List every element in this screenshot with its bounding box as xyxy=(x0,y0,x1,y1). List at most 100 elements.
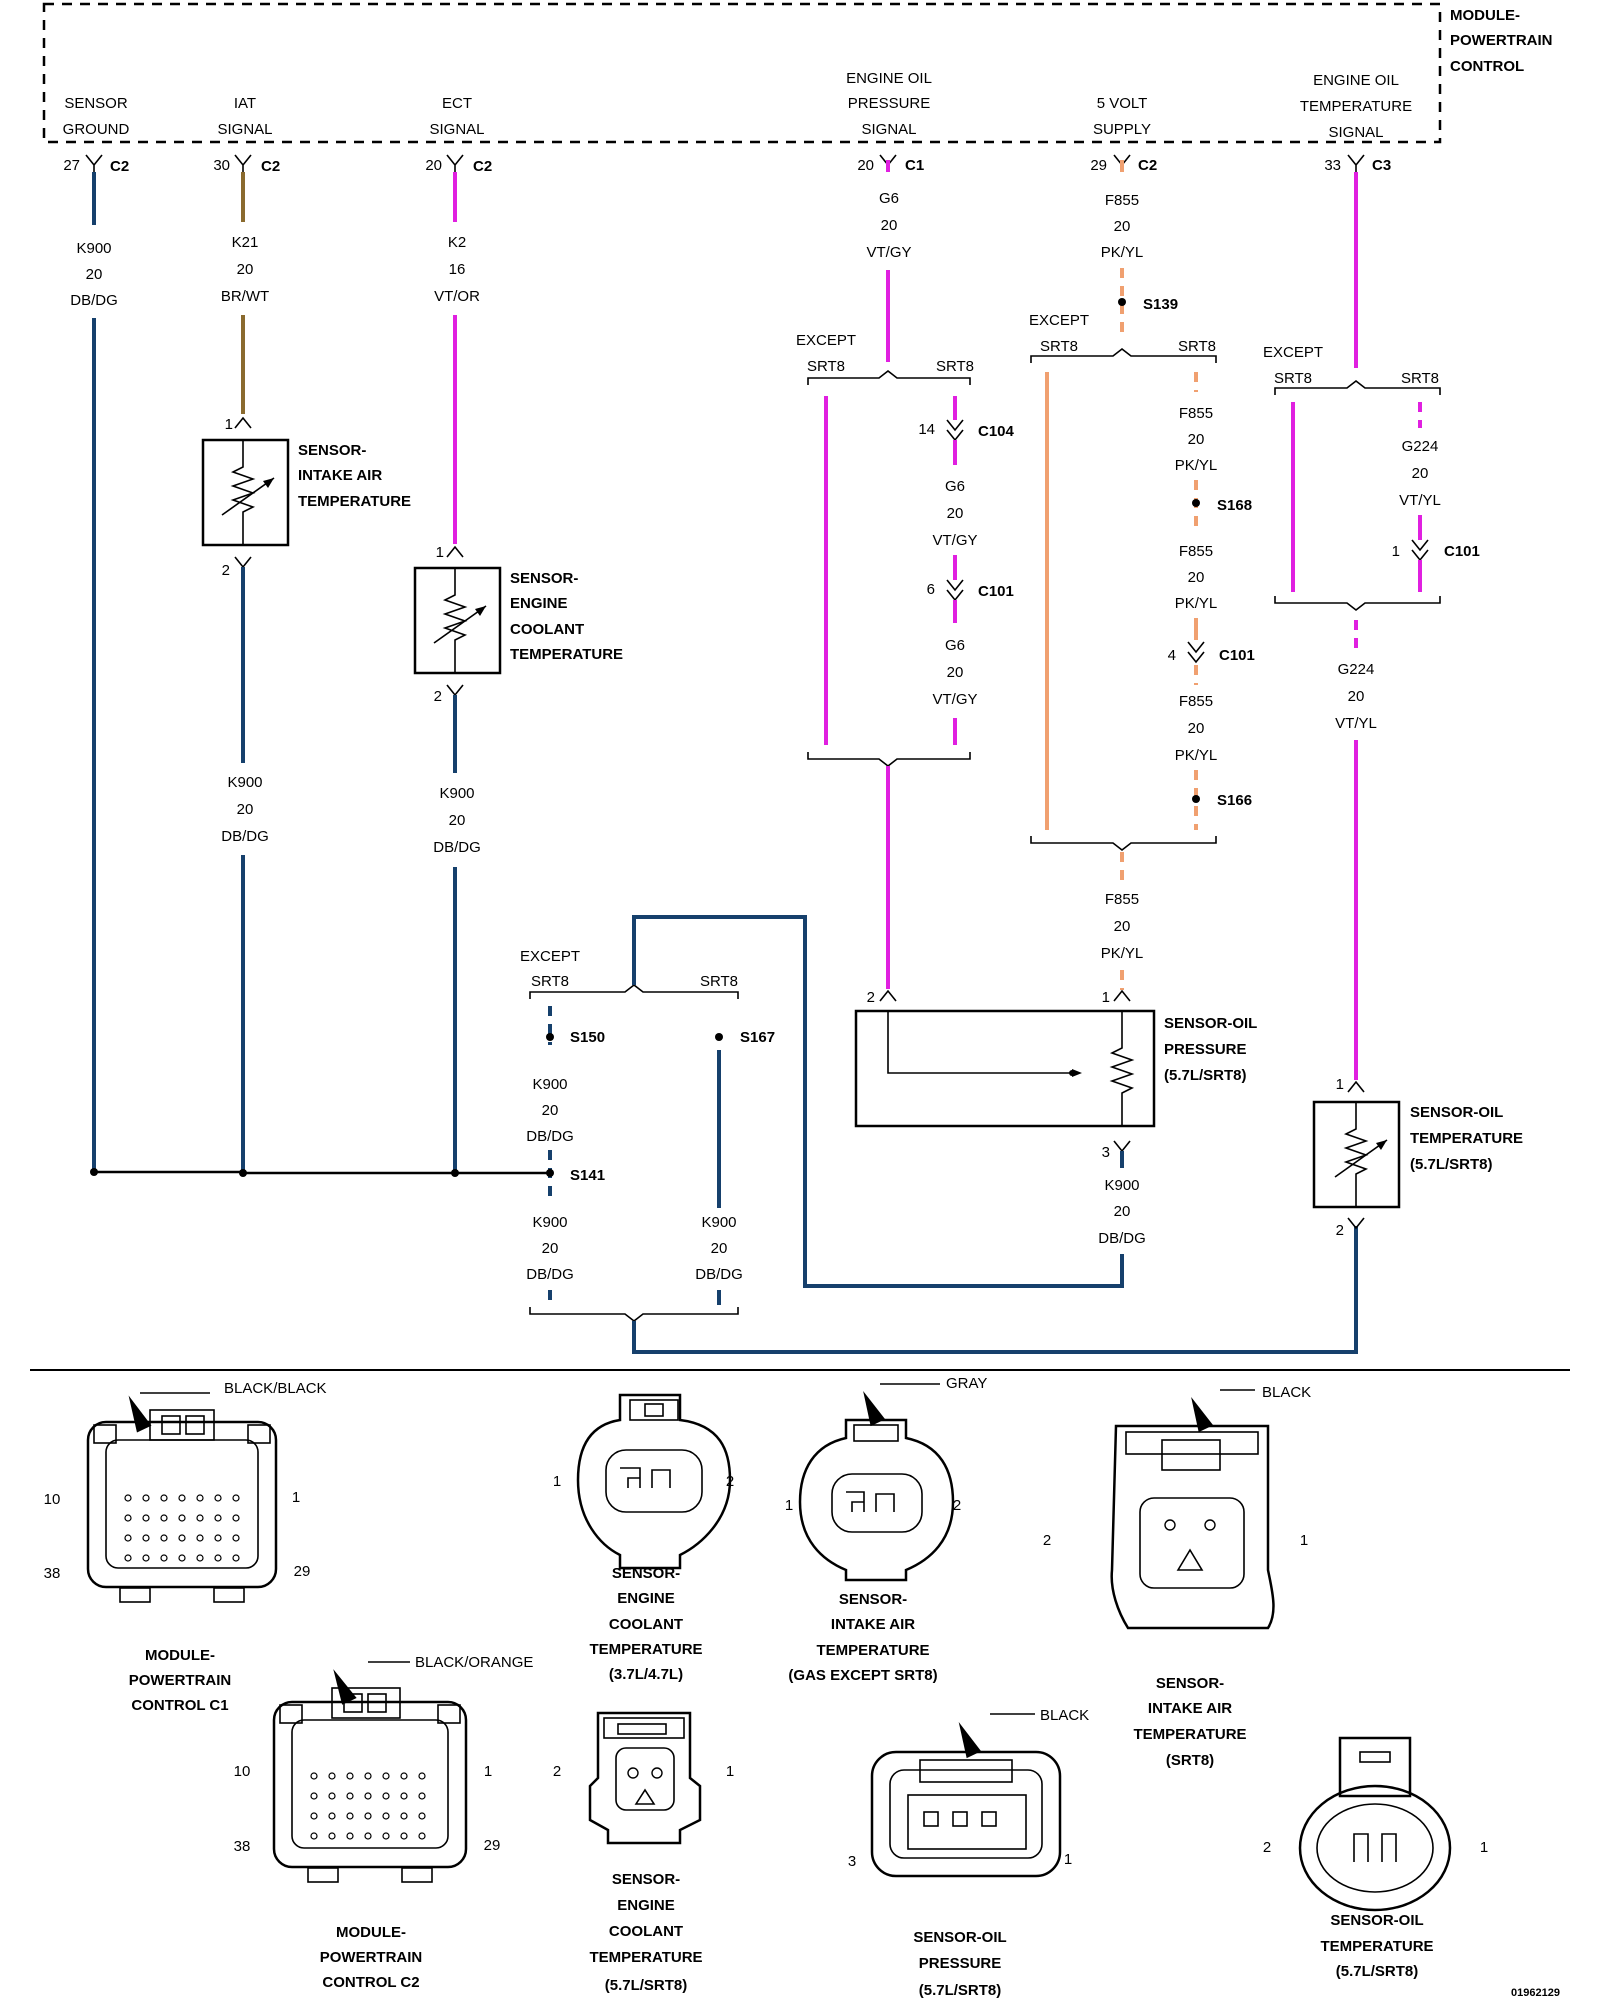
wire-label: 20 xyxy=(1114,1203,1131,1220)
pin-number: 1 xyxy=(292,1489,300,1506)
figure-id: 01962129 xyxy=(1511,1987,1560,1999)
wire-label: 20 xyxy=(947,664,964,681)
wire-label: F855 xyxy=(1105,192,1139,209)
pin-number: 6 xyxy=(927,581,935,598)
wire-label: K21 xyxy=(232,234,259,251)
pin-number: 2 xyxy=(434,688,442,705)
connector-name: COOLANT xyxy=(609,1923,683,1940)
pin-number: 4 xyxy=(1168,647,1176,664)
connector-name: TEMPERATURE xyxy=(816,1642,929,1659)
connector-body xyxy=(588,1711,702,1845)
wire-g6-oil-pressure: G6 20 VT/GY EXCEPT SRT8 SRT8 14 C104 G6 … xyxy=(796,160,1015,989)
pin-number: 1 xyxy=(1480,1839,1488,1856)
connector-name: INTAKE AIR xyxy=(831,1616,915,1633)
wire-label: PK/YL xyxy=(1175,595,1218,612)
pin-number: 1 xyxy=(1102,989,1110,1006)
connector-tag: C101 xyxy=(978,583,1014,600)
variant-label: SRT8 xyxy=(1040,338,1078,355)
connector-body xyxy=(1298,1784,1452,1912)
variant-label: SRT8 xyxy=(936,358,974,375)
wire-label: K900 xyxy=(1104,1177,1139,1194)
pin-number: 27 xyxy=(63,157,80,174)
signal-label: SIGNAL xyxy=(1328,124,1383,141)
sensor-name: (5.7L/SRT8) xyxy=(1164,1067,1247,1084)
connector-color: BLACK xyxy=(1040,1707,1089,1724)
sensor-name: TEMPERATURE xyxy=(510,646,623,663)
wire-label: G224 xyxy=(1402,438,1439,455)
pin-number: 20 xyxy=(857,157,874,174)
variant-label: SRT8 xyxy=(1401,370,1439,387)
connector-name: (3.7L/4.7L) xyxy=(609,1666,683,1683)
wire-label: DB/DG xyxy=(1098,1230,1146,1247)
signal-label: SIGNAL xyxy=(217,121,272,138)
wire-label: 16 xyxy=(449,261,466,278)
wire-label: F855 xyxy=(1179,405,1213,422)
sensor-name: TEMPERATURE xyxy=(298,493,411,510)
connector-name: TEMPERATURE xyxy=(589,1641,702,1658)
pin-number: 2 xyxy=(953,1497,961,1514)
wire-label: 20 xyxy=(711,1240,728,1257)
pin-number: 2 xyxy=(1043,1532,1051,1549)
connector-tag: C2 xyxy=(473,158,492,175)
pin-number: 2 xyxy=(726,1473,734,1490)
variant-label: EXCEPT xyxy=(1263,344,1323,361)
connector-name: (GAS EXCEPT SRT8) xyxy=(788,1667,937,1684)
sensor-oil-temperature: 1 SENSOR-OIL TEMPERATURE (5.7L/SRT8) 2 xyxy=(1312,1076,1523,1239)
connector-view-iat-srt8: BLACK 2 1 SENSOR- INTAKE AIR TEMPERATURE… xyxy=(1043,1384,1311,1769)
connector-name: TEMPERATURE xyxy=(1133,1726,1246,1743)
connector-name: MODULE- xyxy=(145,1647,215,1664)
connector-color: BLACK xyxy=(1262,1384,1311,1401)
wire-label: 20 xyxy=(86,266,103,283)
pin-number: 2 xyxy=(222,562,230,579)
sensor-engine-coolant-temperature: 1 SENSOR- ENGINE COOLANT TEMPERATURE 2 xyxy=(413,544,623,705)
sensor-name: TEMPERATURE xyxy=(1410,1130,1523,1147)
sensor-name: INTAKE AIR xyxy=(298,467,382,484)
connector-tag: C2 xyxy=(261,158,280,175)
sensor-name: SENSOR-OIL xyxy=(1164,1015,1257,1032)
signal-label: SIGNAL xyxy=(429,121,484,138)
pin-number: 1 xyxy=(785,1497,793,1514)
pin-number: 1 xyxy=(1300,1532,1308,1549)
sensor-name: ENGINE xyxy=(510,595,568,612)
wire-label: VT/YL xyxy=(1399,492,1441,509)
signal-label: IAT xyxy=(234,95,256,112)
connector-name: POWERTRAIN xyxy=(320,1949,423,1966)
connector-body xyxy=(870,1750,1062,1878)
wire-label: G6 xyxy=(945,637,965,654)
wire-label: 20 xyxy=(881,217,898,234)
pin-number: 1 xyxy=(726,1763,734,1780)
variant-label: SRT8 xyxy=(531,973,569,990)
splice-label: S141 xyxy=(570,1167,605,1184)
pin-number: 38 xyxy=(44,1565,61,1582)
signal-label: ECT xyxy=(442,95,472,112)
wire-label: 20 xyxy=(237,261,254,278)
variant-label: SRT8 xyxy=(807,358,845,375)
pin-number: 2 xyxy=(867,989,875,1006)
signal-label: PRESSURE xyxy=(848,95,931,112)
wire-label: 20 xyxy=(449,812,466,829)
connector-view-iat-gas: GRAY 1 2 SENSOR- INTAKE AIR TEMPERATURE … xyxy=(785,1375,988,1684)
sensor-name: SENSOR-OIL xyxy=(1410,1104,1503,1121)
sensor-name: SENSOR- xyxy=(510,570,578,587)
wire-k900-iat-return: K900 20 DB/DG xyxy=(221,567,269,1172)
pin-number: 1 xyxy=(484,1763,492,1780)
variant-label: EXCEPT xyxy=(1029,312,1089,329)
connector-body xyxy=(576,1393,732,1570)
pin-number: 3 xyxy=(848,1853,856,1870)
pin-number: 29 xyxy=(294,1563,311,1580)
pin-number: 1 xyxy=(225,416,233,433)
wire-label: K2 xyxy=(448,234,466,251)
pin-number: 38 xyxy=(234,1838,251,1855)
wire-label: G224 xyxy=(1338,661,1375,678)
connector-name: (SRT8) xyxy=(1166,1752,1214,1769)
pin-number: 29 xyxy=(484,1837,501,1854)
pin-number: 3 xyxy=(1102,1144,1110,1161)
wire-label: 20 xyxy=(1188,720,1205,737)
sensor-intake-air-temperature: 1 SENSOR- INTAKE AIR TEMPERATURE 2 xyxy=(201,416,411,579)
connector-color: BLACK/ORANGE xyxy=(415,1654,533,1671)
connector-color: BLACK/BLACK xyxy=(224,1380,327,1397)
wire-label: PK/YL xyxy=(1175,747,1218,764)
connector-view-pcm-c2: BLACK/ORANGE 10 1 38 29 MODULE- POWERTRA… xyxy=(234,1654,534,1991)
signal-label: 5 VOLT xyxy=(1097,95,1148,112)
connector-name: SENSOR- xyxy=(612,1871,680,1888)
